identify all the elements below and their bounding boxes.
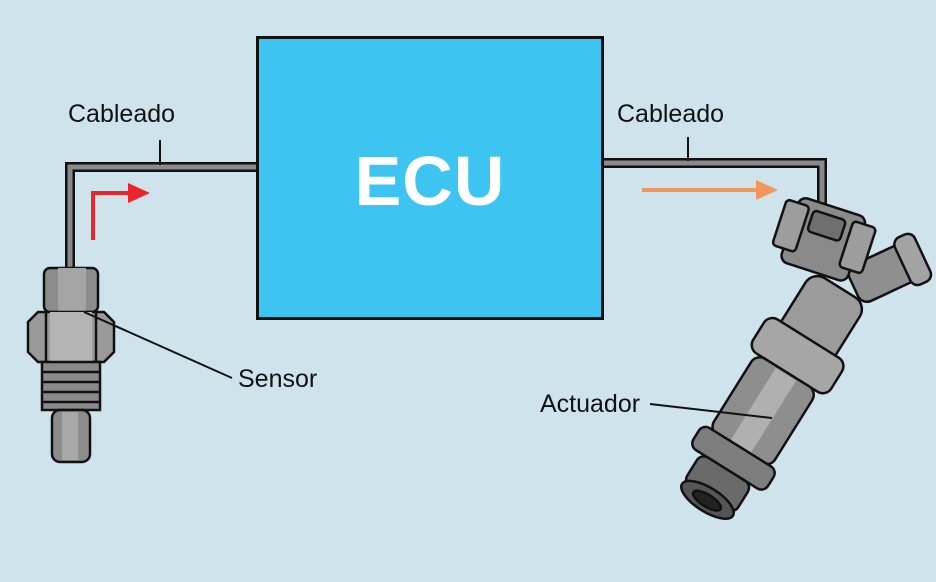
actuator-label: Actuador <box>540 390 641 418</box>
right-wire <box>602 137 827 218</box>
ecu-label: ECU <box>354 142 506 220</box>
wiring-left-label: Cableado <box>68 100 176 128</box>
output-arrow <box>642 180 778 200</box>
wiring-right-label: Cableado <box>617 100 725 128</box>
left-wire <box>65 140 258 268</box>
ecu-box: ECU <box>256 36 604 320</box>
actuator-illustration <box>649 197 933 520</box>
input-arrow <box>91 183 150 240</box>
sensor-illustration <box>26 266 233 464</box>
sensor-label: Sensor <box>238 365 318 393</box>
